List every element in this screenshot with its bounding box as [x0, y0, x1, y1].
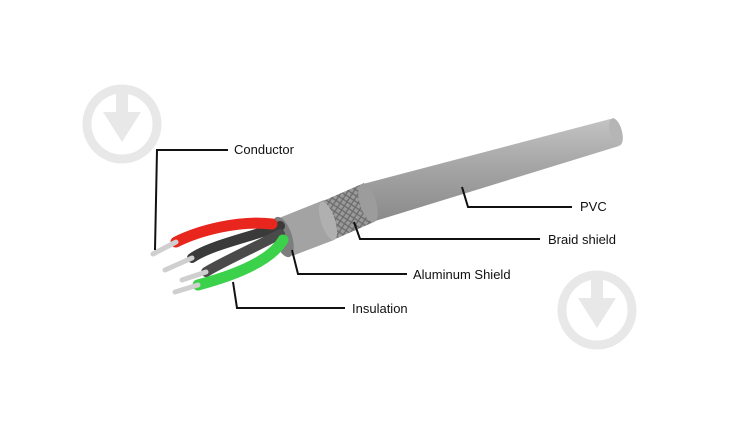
label-insulation: Insulation	[352, 301, 408, 316]
leader-braid-shield	[353, 221, 540, 240]
label-conductor: Conductor	[234, 142, 294, 157]
watermark-icon	[82, 84, 162, 164]
label-aluminum-shield: Aluminum Shield	[413, 267, 511, 282]
leader-pvc	[461, 186, 572, 208]
leader-insulation	[232, 281, 345, 309]
label-braid-shield: Braid shield	[548, 232, 616, 247]
watermark-icon	[557, 270, 637, 350]
leader-lines	[154, 149, 572, 309]
wire-dark-2	[179, 229, 285, 283]
leader-conductor	[154, 149, 228, 251]
leader-aluminum-shield	[291, 249, 407, 275]
wire-green	[172, 234, 289, 295]
pvc-jacket	[363, 118, 623, 222]
label-pvc: PVC	[580, 199, 607, 214]
wire-red	[150, 217, 278, 257]
